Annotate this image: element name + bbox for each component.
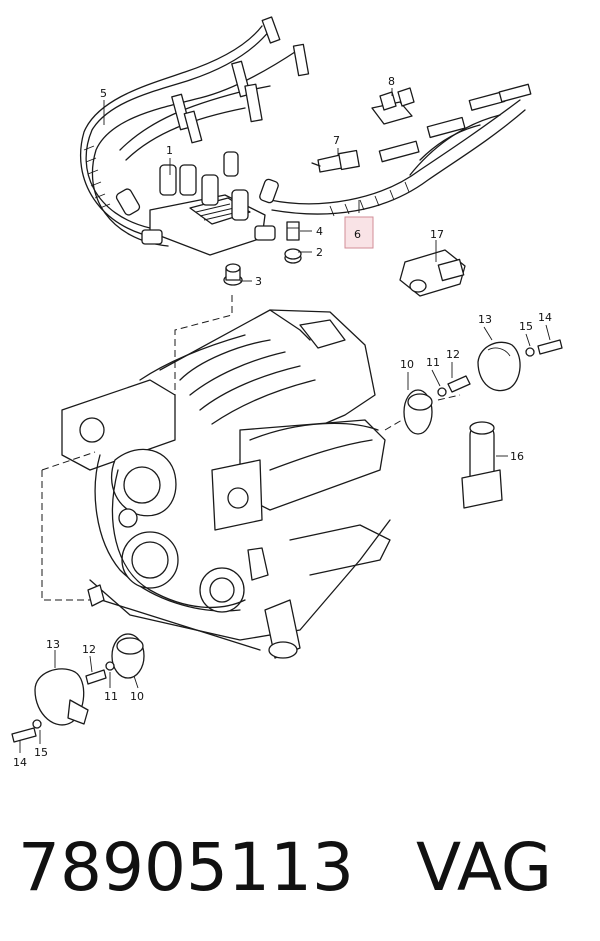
callout-4: 4 xyxy=(316,225,323,238)
highlight-box-part-6 xyxy=(344,216,374,249)
callout-13: 13 xyxy=(478,313,492,326)
parts-diagram: 1 2 3 4 5 6 7 8 17 10 11 12 13 15 14 16 … xyxy=(11,16,563,769)
sensor xyxy=(399,249,466,297)
callout-16: 16 xyxy=(510,450,524,463)
callout-1: 1 xyxy=(166,144,173,157)
callout-15: 15 xyxy=(519,320,533,333)
callout-11-lower: 11 xyxy=(104,690,118,703)
coil-bolt-and-washer xyxy=(284,221,302,264)
callout-3: 3 xyxy=(255,275,262,288)
part-number: 78905113 xyxy=(18,828,354,906)
ignition-coil-assembly xyxy=(115,151,279,256)
brand-name: VAG xyxy=(415,828,552,906)
camshaft-adjuster-right xyxy=(403,339,563,435)
callout-7: 7 xyxy=(333,134,340,147)
ignition-lead-harness xyxy=(79,16,532,247)
leader-lines xyxy=(19,88,551,753)
spark-plug xyxy=(311,149,360,173)
bush xyxy=(223,263,243,286)
callout-15-lower: 15 xyxy=(34,746,48,759)
callout-10-lower: 10 xyxy=(130,690,144,703)
engine-block xyxy=(61,309,391,659)
camshaft-adjuster-left xyxy=(11,633,145,743)
callout-17: 17 xyxy=(430,228,444,241)
callout-10: 10 xyxy=(400,358,414,371)
callout-13-lower: 13 xyxy=(46,638,60,651)
callout-12: 12 xyxy=(446,348,460,361)
callout-5: 5 xyxy=(100,87,107,100)
callout-14: 14 xyxy=(538,311,552,324)
caption: 78905113 VAG xyxy=(18,822,552,912)
callouts: 1 2 3 4 5 6 7 8 17 10 11 12 13 15 14 16 … xyxy=(13,75,552,769)
assembly-dashed-lines xyxy=(41,295,461,601)
callout-14-lower: 14 xyxy=(13,756,27,769)
callout-2: 2 xyxy=(316,246,323,259)
callout-8: 8 xyxy=(388,75,395,88)
camshaft-solenoid xyxy=(461,421,503,509)
callout-11: 11 xyxy=(426,356,440,369)
cable-clip xyxy=(371,87,415,125)
callout-12-lower: 12 xyxy=(82,643,96,656)
callout-6: 6 xyxy=(354,228,361,241)
